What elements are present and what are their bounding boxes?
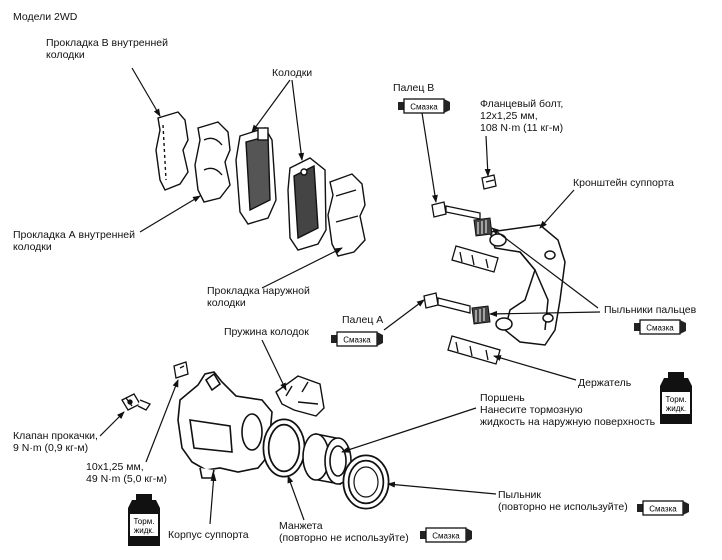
flange-bolt bbox=[481, 174, 497, 190]
svg-text:Смазка: Смазка bbox=[343, 336, 371, 345]
grease-tube-icon: Смазка bbox=[419, 527, 473, 543]
svg-text:Смазка: Смазка bbox=[649, 505, 677, 514]
guide-pin-a bbox=[423, 292, 471, 314]
label-pin-boots: Пыльники пальцев bbox=[604, 304, 697, 316]
shim-a-inner bbox=[194, 121, 231, 203]
label-caliper-body: Корпус суппорта bbox=[168, 529, 249, 541]
grease-tube-icon: Смазка bbox=[397, 98, 451, 114]
pad-spring bbox=[275, 375, 325, 417]
pin-boot-a bbox=[471, 305, 491, 325]
brake-fluid-bottle-icon: Торм. жидк. bbox=[660, 372, 692, 424]
brake-fluid-bottle-icon: Торм. жидк. bbox=[128, 494, 160, 546]
label-bleeder: Клапан прокачки, 9 N·m (0,9 кг-м) bbox=[13, 430, 98, 454]
shim-b-inner bbox=[155, 111, 189, 191]
mount-bolt bbox=[173, 361, 189, 379]
label-shim-outer: Прокладка наружной колодки bbox=[207, 285, 310, 309]
label-pin-a: Палец А bbox=[342, 314, 384, 326]
grease-tube-icon: Смазка bbox=[636, 500, 690, 516]
grease-tube-icon: Смазка bbox=[633, 319, 687, 335]
pin-boot-b bbox=[473, 217, 493, 237]
label-piston: Поршень Нанесите тормозную жидкость на н… bbox=[480, 392, 656, 428]
svg-text:Торм.: Торм. bbox=[666, 395, 687, 404]
label-bolt-10: 10x1,25 мм, 49 N·m (5,0 кг-м) bbox=[86, 461, 167, 485]
piston-seal bbox=[262, 418, 306, 478]
shim-outer bbox=[327, 173, 366, 257]
leader-lines bbox=[99, 67, 601, 525]
bleeder-valve bbox=[121, 393, 151, 411]
label-bracket: Кронштейн суппорта bbox=[573, 177, 674, 189]
svg-text:Смазка: Смазка bbox=[646, 324, 674, 333]
brake-pad-inner bbox=[235, 127, 277, 225]
label-shim-b-inner: Прокладка В внутренней колодки bbox=[46, 37, 168, 61]
page-title: Модели 2WD bbox=[13, 11, 78, 23]
caliper-bracket bbox=[489, 224, 566, 346]
label-shim-a-inner: Прокладка А внутренней колодки bbox=[13, 229, 135, 253]
pad-retainer-lower bbox=[447, 335, 501, 365]
caliper-body bbox=[177, 371, 273, 479]
svg-text:Смазка: Смазка bbox=[410, 103, 438, 112]
svg-text:Смазка: Смазка bbox=[432, 532, 460, 541]
label-boot: Пыльник (повторно не используйте) bbox=[498, 489, 628, 513]
label-retainer: Держатель bbox=[578, 377, 632, 389]
label-pad-spring: Пружина колодок bbox=[224, 326, 309, 338]
label-pads: Колодки bbox=[272, 67, 313, 79]
svg-text:Торм.: Торм. bbox=[134, 517, 155, 526]
svg-text:жидк.: жидк. bbox=[134, 526, 154, 535]
label-seal: Манжета (повторно не используйте) bbox=[279, 520, 409, 544]
pad-retainer-upper bbox=[451, 245, 499, 273]
guide-pin-b bbox=[431, 201, 481, 220]
brake-pad-outer bbox=[287, 157, 327, 251]
svg-text:жидк.: жидк. bbox=[666, 404, 686, 413]
grease-tube-icon: Смазка bbox=[330, 331, 384, 347]
piston-boot bbox=[342, 454, 390, 510]
label-flange-bolt: Фланцевый болт, 12x1,25 мм, 108 N·m (11 … bbox=[480, 98, 564, 134]
label-pin-b: Палец В bbox=[393, 82, 435, 94]
